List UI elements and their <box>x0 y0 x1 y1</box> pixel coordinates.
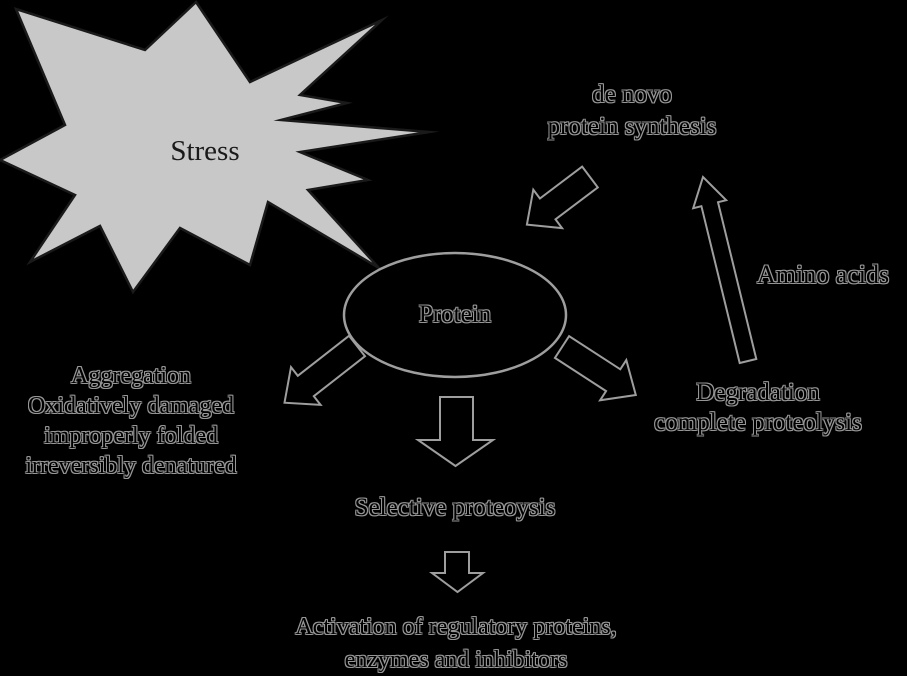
activation-line-2: enzymes and inhibitors <box>344 647 568 673</box>
degradation-line-1: Degradation <box>696 379 820 406</box>
arrow-protein-to-selective-proteolysis <box>414 396 497 468</box>
amino-acids-label-text: Amino acids <box>757 260 890 289</box>
de-novo-synthesis-label: de novo protein synthesis <box>482 79 782 143</box>
activation-label: Activation of regulatory proteins, enzym… <box>206 611 706 676</box>
amino-acids-label: Amino acids <box>757 259 907 290</box>
stress-label: Stress <box>105 133 305 169</box>
stress-label-text: Stress <box>170 135 240 167</box>
selective-proteolysis-label: Selective proteoysis <box>305 493 605 523</box>
de-novo-line-2: protein synthesis <box>547 113 717 140</box>
degradation-label: Degradation complete proteolysis <box>608 378 907 438</box>
activation-line-1: Activation of regulatory proteins, <box>295 614 617 640</box>
arrow-amino-acids-up <box>691 175 758 365</box>
aggregation-line-3: improperly folded <box>44 423 218 449</box>
protein-ellipse-shape <box>342 251 568 379</box>
arrow-protein-to-degradation <box>553 334 638 402</box>
degradation-line-2: complete proteolysis <box>654 409 862 436</box>
selective-proteolysis-label-text: Selective proteoysis <box>354 494 556 521</box>
arrow-protein-to-aggregation <box>283 334 367 407</box>
arrow-synthesis-to-protein <box>525 165 600 230</box>
de-novo-line-1: de novo <box>592 81 672 108</box>
protein-label: Protein <box>355 300 555 330</box>
aggregation-line-1: Aggregation <box>71 363 191 389</box>
stress-starburst-shape <box>0 0 440 295</box>
aggregation-line-2: Oxidatively damaged <box>28 393 234 419</box>
aggregation-line-4: irreversibly denatured <box>25 453 237 479</box>
aggregation-label: Aggregation Oxidatively damaged improper… <box>0 361 271 481</box>
protein-label-text: Protein <box>418 301 492 328</box>
arrow-selective-to-activation <box>428 551 487 594</box>
